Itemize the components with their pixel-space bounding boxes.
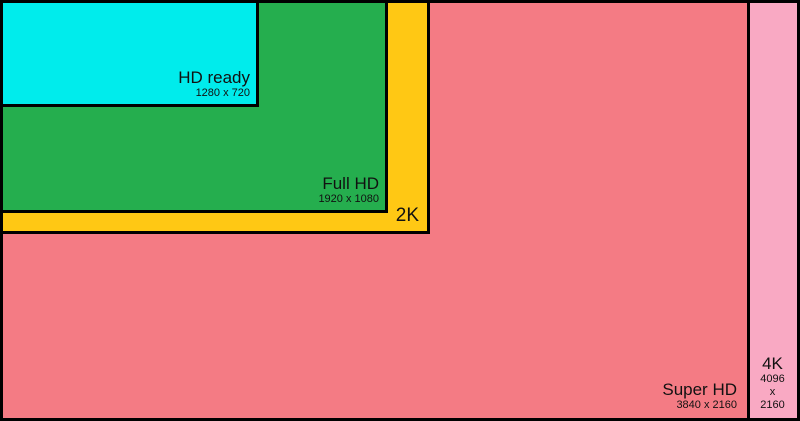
resolution-dims-4k-height: 2160	[760, 399, 785, 411]
resolution-dims-super-hd: 3840 x 2160	[676, 399, 737, 411]
resolution-name-full-hd: Full HD	[322, 174, 379, 193]
resolution-label-hd-ready: HD ready 1280 x 720	[178, 68, 250, 100]
resolution-name-2k: 2K	[395, 205, 419, 226]
resolution-name-4k: 4K	[762, 354, 783, 373]
resolution-name-hd-ready: HD ready	[178, 68, 250, 87]
resolution-label-2k: 2K	[396, 206, 419, 225]
resolution-label-super-hd: Super HD 3840 x 2160	[662, 380, 737, 412]
resolution-box-4k: 4K 4096 x 2160	[745, 0, 800, 421]
resolution-dims-4k-x: x	[769, 386, 776, 398]
resolution-name-super-hd: Super HD	[662, 380, 737, 399]
resolution-dims-4k-width: 4096	[760, 373, 785, 385]
resolution-dims-hd-ready: 1280 x 720	[195, 87, 250, 99]
resolution-dims-full-hd: 1920 x 1080	[318, 193, 379, 205]
resolution-box-hd-ready: HD ready 1280 x 720	[0, 0, 259, 107]
resolution-label-full-hd: Full HD 1920 x 1080	[318, 174, 379, 206]
resolution-label-4k: 4K 4096 x 2160	[748, 354, 797, 412]
